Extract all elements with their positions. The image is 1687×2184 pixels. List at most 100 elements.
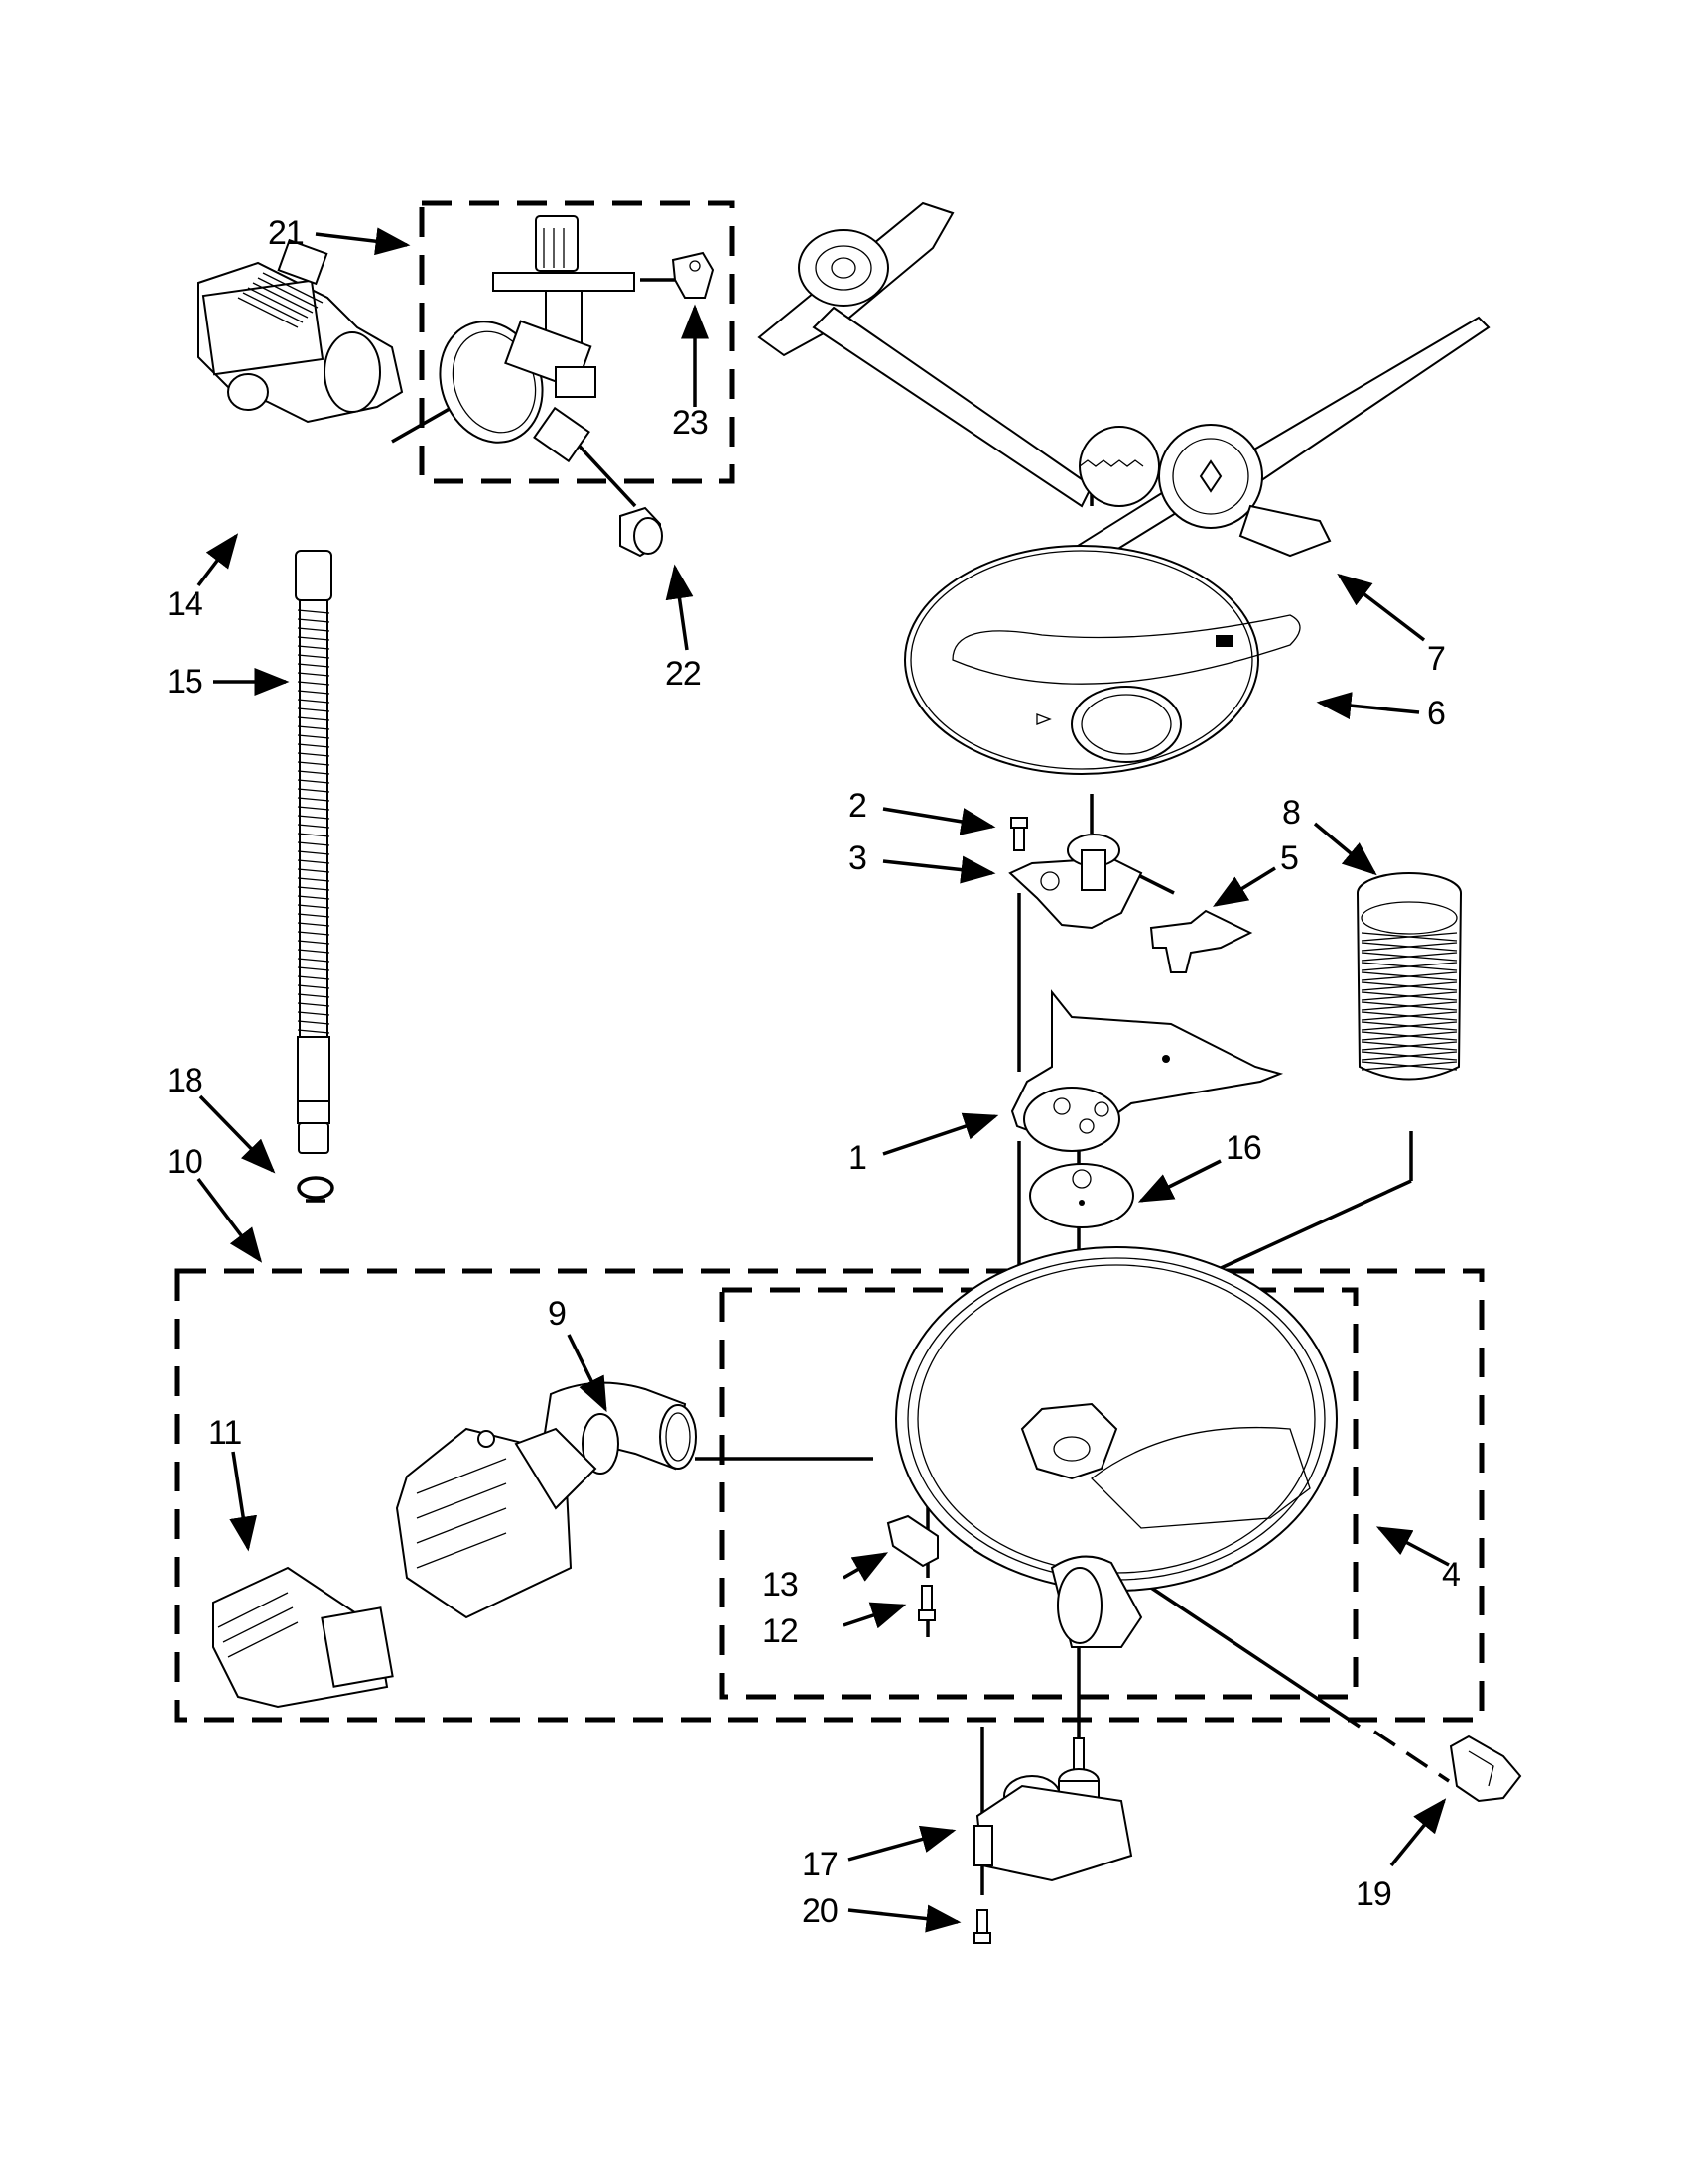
callout-17[interactable]: 17 xyxy=(802,1846,839,1883)
callout-20[interactable]: 20 xyxy=(802,1892,839,1930)
group-box-4 xyxy=(719,1287,1359,1700)
part-5-diverter-clip[interactable] xyxy=(1149,909,1253,973)
hose-rib xyxy=(297,627,330,632)
part-18-hose-clamp[interactable] xyxy=(297,1176,334,1203)
hose-rib xyxy=(297,868,330,873)
hose-rib xyxy=(297,815,330,820)
callout-5[interactable]: 5 xyxy=(1280,839,1299,877)
callout-labels: 21 23 22 14 15 7 6 2 3 5 8 1 16 18 10 9 … xyxy=(167,214,1461,1930)
hose-rib xyxy=(297,850,330,855)
part-4-sump[interactable] xyxy=(895,1246,1338,1648)
hose-rib xyxy=(297,922,330,927)
part-15-drain-hose[interactable] xyxy=(295,550,332,1154)
part-2-screw[interactable] xyxy=(1010,817,1028,851)
callout-11[interactable]: 11 xyxy=(208,1414,242,1452)
callout-9[interactable]: 9 xyxy=(548,1295,567,1333)
part-1-manifold-plate[interactable] xyxy=(1010,989,1284,1152)
hose-rib xyxy=(297,636,330,641)
callout-21[interactable]: 21 xyxy=(268,214,305,252)
callout-1[interactable]: 1 xyxy=(848,1139,867,1177)
hose-rib xyxy=(297,699,330,704)
callout-19[interactable]: 19 xyxy=(1356,1875,1392,1913)
group-box-21 xyxy=(419,200,735,484)
hose-rib xyxy=(297,833,330,837)
part-19-turbidity-sensor[interactable] xyxy=(1449,1734,1522,1803)
callout-6[interactable]: 6 xyxy=(1427,695,1446,732)
hose-rib xyxy=(297,877,330,882)
hose-rib xyxy=(297,904,330,909)
hose-rib xyxy=(297,931,330,936)
part-11-motor-shield[interactable] xyxy=(212,1566,394,1709)
part-10-pump-motor[interactable] xyxy=(395,1427,597,1619)
hose-rib xyxy=(297,779,330,784)
part-16-diverter-disc[interactable] xyxy=(1029,1163,1134,1228)
callout-18[interactable]: 18 xyxy=(167,1062,203,1099)
callout-15[interactable]: 15 xyxy=(167,663,203,701)
hose-rib xyxy=(297,984,330,989)
callout-7[interactable]: 7 xyxy=(1427,640,1446,678)
callout-22[interactable]: 22 xyxy=(665,655,702,693)
hose-rib xyxy=(297,859,330,864)
hose-rib xyxy=(297,940,330,945)
mesh-line xyxy=(1361,991,1458,1001)
hose-rib xyxy=(297,975,330,980)
hose-rib xyxy=(297,886,330,891)
hose-rib xyxy=(297,1020,330,1025)
part-23-connector[interactable] xyxy=(671,251,714,299)
mesh-line xyxy=(1361,1011,1458,1021)
mesh-line xyxy=(1361,1041,1458,1051)
mesh-line xyxy=(1361,971,1458,981)
mesh-line xyxy=(1361,952,1458,962)
hose-rib xyxy=(297,1011,330,1016)
hose-rib xyxy=(297,913,330,918)
hose-rib xyxy=(297,824,330,829)
callout-4[interactable]: 4 xyxy=(1442,1556,1461,1594)
hose-rib xyxy=(297,681,330,686)
callout-13[interactable]: 13 xyxy=(762,1566,799,1604)
part-9-pump-hose-elbow[interactable] xyxy=(539,1381,697,1475)
hose-rib xyxy=(297,1002,330,1007)
callout-23[interactable]: 23 xyxy=(672,404,709,442)
part-13-sensor-bracket[interactable] xyxy=(886,1514,939,1568)
callout-arrows xyxy=(196,227,1450,1933)
mesh-line xyxy=(1361,1051,1458,1061)
hose-rib xyxy=(297,672,330,677)
group-box-10 xyxy=(174,1268,1485,1723)
part-17-diverter-motor[interactable] xyxy=(973,1737,1133,1882)
part-14-drain-pump[interactable] xyxy=(197,238,404,424)
part-21-drain-housing[interactable] xyxy=(424,215,635,463)
part-3-spray-arm-mount[interactable] xyxy=(1008,834,1143,930)
hose-rib xyxy=(297,716,330,721)
hose-rib xyxy=(297,734,330,739)
hose-rib xyxy=(297,806,330,811)
part-20-screw[interactable] xyxy=(973,1909,991,1944)
hose-rib xyxy=(297,1029,330,1034)
callout-12[interactable]: 12 xyxy=(762,1612,799,1650)
hose-rib xyxy=(297,752,330,757)
callout-2[interactable]: 2 xyxy=(848,787,867,825)
hose-rib xyxy=(297,725,330,730)
hose-rib xyxy=(297,993,330,998)
hose-rib xyxy=(297,966,330,971)
hose-rib xyxy=(297,663,330,668)
hose-rib xyxy=(297,618,330,623)
callout-14[interactable]: 14 xyxy=(167,585,203,623)
hose-rib xyxy=(297,707,330,712)
mesh-line xyxy=(1361,981,1458,991)
hose-rib xyxy=(297,761,330,766)
mesh-line xyxy=(1361,932,1458,942)
part-8-filter-basket[interactable] xyxy=(1357,872,1462,1081)
hose-rib xyxy=(297,654,330,659)
hose-rib xyxy=(297,743,330,748)
mesh-line xyxy=(1361,1001,1458,1011)
hose-rib xyxy=(297,609,330,614)
callout-8[interactable]: 8 xyxy=(1282,794,1301,832)
part-6-filter-cover[interactable] xyxy=(904,545,1301,775)
callout-16[interactable]: 16 xyxy=(1226,1129,1262,1167)
mesh-line xyxy=(1361,942,1458,952)
part-22-check-valve[interactable] xyxy=(619,506,663,558)
callout-10[interactable]: 10 xyxy=(167,1143,203,1181)
part-12-screw[interactable] xyxy=(918,1585,936,1621)
callout-3[interactable]: 3 xyxy=(848,839,867,877)
